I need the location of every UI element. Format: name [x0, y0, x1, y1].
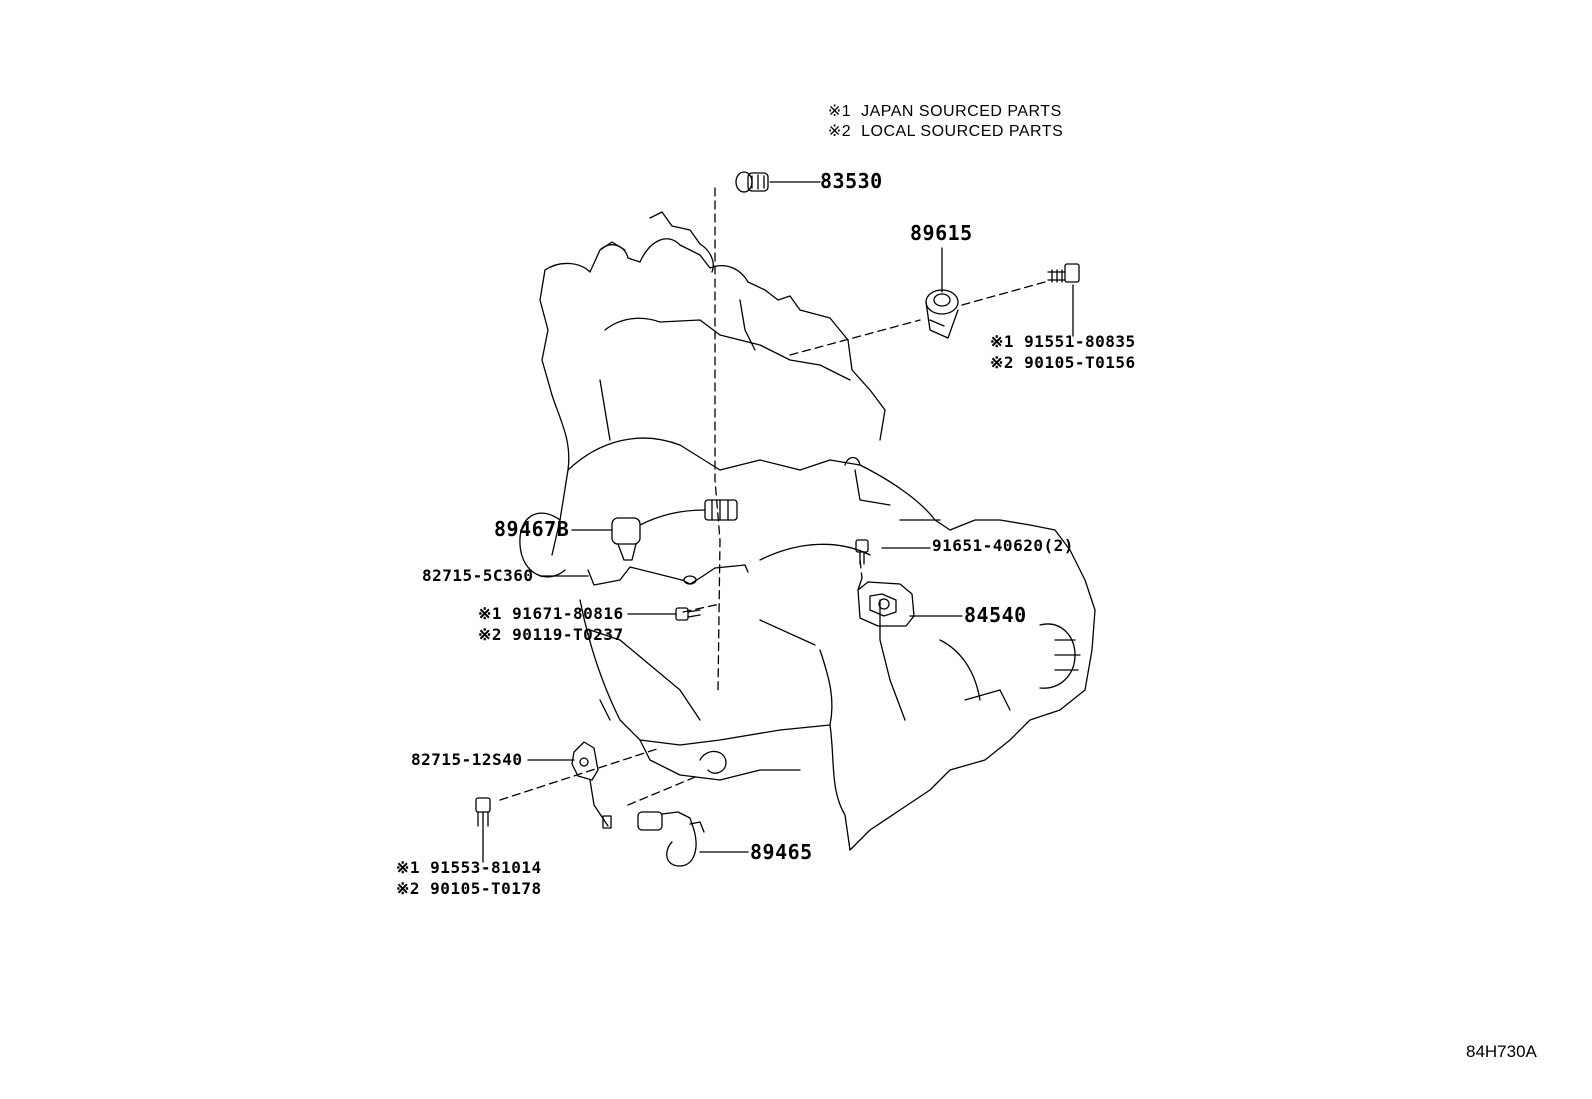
- bolt-91671-icon[interactable]: [675, 607, 701, 621]
- legend-mark-1: ※1: [827, 103, 852, 120]
- part-label-89467b[interactable]: 89467B: [494, 517, 570, 541]
- illustration-code: 84H730A: [1466, 1042, 1537, 1061]
- part-label-91651[interactable]: 91651-40620(2): [932, 536, 1074, 555]
- legend-text-1: JAPAN SOURCED PARTS: [861, 103, 1062, 120]
- bolt-91651-icon[interactable]: [855, 539, 869, 565]
- part-label-89465[interactable]: 89465: [750, 840, 813, 864]
- part-label-91671-japan[interactable]: ※1 91671-80816: [478, 604, 624, 623]
- part-label-89615[interactable]: 89615: [910, 221, 973, 245]
- air-fuel-sensor-icon[interactable]: [611, 499, 738, 561]
- oxygen-sensor-icon[interactable]: [637, 811, 705, 867]
- legend-mark-2: ※2: [827, 123, 852, 140]
- part-label-84540[interactable]: 84540: [964, 603, 1027, 627]
- part-label-82715-12s40[interactable]: 82715-12S40: [411, 750, 523, 769]
- engine-outline: [519, 211, 1096, 851]
- legend-japan: ※1 JAPAN SOURCED PARTS: [818, 82, 1062, 122]
- dashed-leaders: [499, 187, 1046, 806]
- legend-text-2: LOCAL SOURCED PARTS: [861, 123, 1064, 140]
- part-label-91551-japan[interactable]: ※1 91551-80835: [990, 332, 1136, 351]
- part-label-91553-local[interactable]: ※2 90105-T0178: [396, 879, 542, 898]
- bolt-91551-icon[interactable]: [1047, 263, 1080, 283]
- bracket-12s40-icon[interactable]: [571, 741, 612, 829]
- oil-pressure-switch-icon[interactable]: [735, 171, 769, 193]
- knock-sensor-icon[interactable]: [925, 289, 959, 339]
- solid-leaders: [482, 181, 1074, 863]
- bolt-91553-icon[interactable]: [475, 797, 491, 827]
- part-label-91551-local[interactable]: ※2 90105-T0156: [990, 353, 1136, 372]
- bracket-5c360-icon[interactable]: [587, 564, 749, 586]
- part-label-91671-local[interactable]: ※2 90119-T0237: [478, 625, 624, 644]
- part-label-91553-japan[interactable]: ※1 91553-81014: [396, 858, 542, 877]
- neutral-start-switch-icon[interactable]: [857, 577, 915, 627]
- part-label-83530[interactable]: 83530: [820, 169, 883, 193]
- legend-local: ※2 LOCAL SOURCED PARTS: [818, 102, 1063, 142]
- part-label-82715-5c360[interactable]: 82715-5C360: [422, 566, 534, 585]
